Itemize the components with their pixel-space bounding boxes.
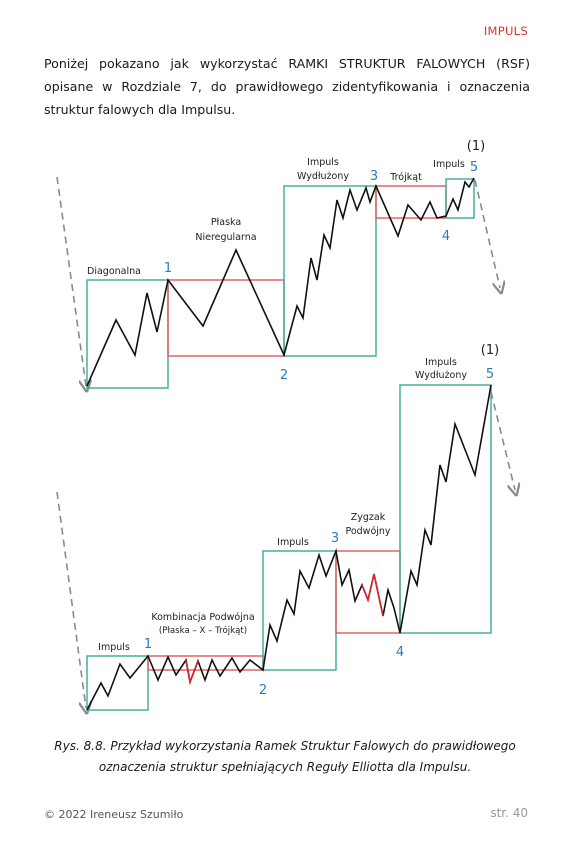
top-label-impulse-ext-1: Impuls <box>307 157 339 168</box>
bottom-box-wave4 <box>335 550 401 634</box>
top-box-wave5 <box>445 178 475 219</box>
bottom-wave-1: 1 <box>144 637 152 652</box>
bottom-label-impulse-ext-1: Impuls <box>425 357 457 368</box>
bottom-label-impulse-3: Impuls <box>277 537 309 548</box>
top-label-impulse-ext-2: Wydłużony <box>297 171 349 182</box>
bottom-red-zigzag-x <box>361 573 384 617</box>
top-label-impulse: Impuls <box>433 159 465 170</box>
chapter-tag: IMPULS <box>483 24 528 38</box>
bottom-exit-arrow <box>490 391 515 490</box>
top-label-flat-1: Płaska <box>211 217 241 228</box>
bottom-wave-2: 2 <box>259 683 267 698</box>
elliott-impulse-figure: Diagonalna Płaska Nieregularna Impuls Wy… <box>56 139 570 730</box>
top-diagram: Diagonalna Płaska Nieregularna Impuls Wy… <box>56 139 500 389</box>
bottom-label-zigzag-2: Podwójny <box>345 526 390 537</box>
caption-line-2: oznaczenia struktur spełniających Reguły… <box>98 760 472 774</box>
top-price-path <box>86 177 475 387</box>
caption-line-1: Rys. 8.8. Przykład wykorzystania Ramek S… <box>54 739 516 753</box>
bottom-box-wave5 <box>399 384 492 634</box>
bottom-label-zigzag-1: Zygzak <box>351 512 386 523</box>
bottom-degree-label: (1) <box>481 343 499 358</box>
top-exit-arrow <box>474 179 500 288</box>
footer-copyright: © 2022 Ireneusz Szumiło <box>44 808 184 821</box>
footer-page-number: str. 40 <box>490 806 528 820</box>
bottom-diagram: Impuls Kombinacja Podwójna (Płaska – X –… <box>56 343 515 711</box>
intro-paragraph: Poniżej pokazano jak wykorzystać RAMKI S… <box>44 56 530 117</box>
top-label-flat-2: Nieregularna <box>195 232 256 243</box>
bottom-label-impulse-ext-2: Wydłużony <box>415 370 467 381</box>
top-wave-3: 3 <box>370 169 378 184</box>
bottom-label-impulse: Impuls <box>98 642 130 653</box>
top-box-wave3 <box>283 185 377 357</box>
top-lead-arrow <box>56 176 86 386</box>
bottom-red-x-wave <box>185 659 199 685</box>
bottom-price-path <box>86 384 492 711</box>
top-wave-1: 1 <box>164 261 172 276</box>
top-degree-label: (1) <box>467 139 485 154</box>
bottom-wave-3: 3 <box>331 531 339 546</box>
top-box-wave1 <box>86 279 169 389</box>
bottom-box-wave1 <box>86 655 149 711</box>
bottom-wave-4: 4 <box>396 645 404 660</box>
bottom-lead-arrow <box>56 491 86 708</box>
top-wave-5: 5 <box>470 160 478 175</box>
bottom-label-combo-1: Kombinacja Podwójna <box>151 612 254 623</box>
bottom-wave-5: 5 <box>486 367 494 382</box>
top-label-diagonal: Diagonalna <box>87 266 141 277</box>
top-label-triangle: Trójkąt <box>389 172 422 183</box>
top-wave-4: 4 <box>442 229 450 244</box>
top-wave-2: 2 <box>280 368 288 383</box>
bottom-label-combo-2: (Płaska – X – Trójkąt) <box>159 625 247 636</box>
figure-caption: Rys. 8.8. Przykład wykorzystania Ramek S… <box>40 736 530 778</box>
